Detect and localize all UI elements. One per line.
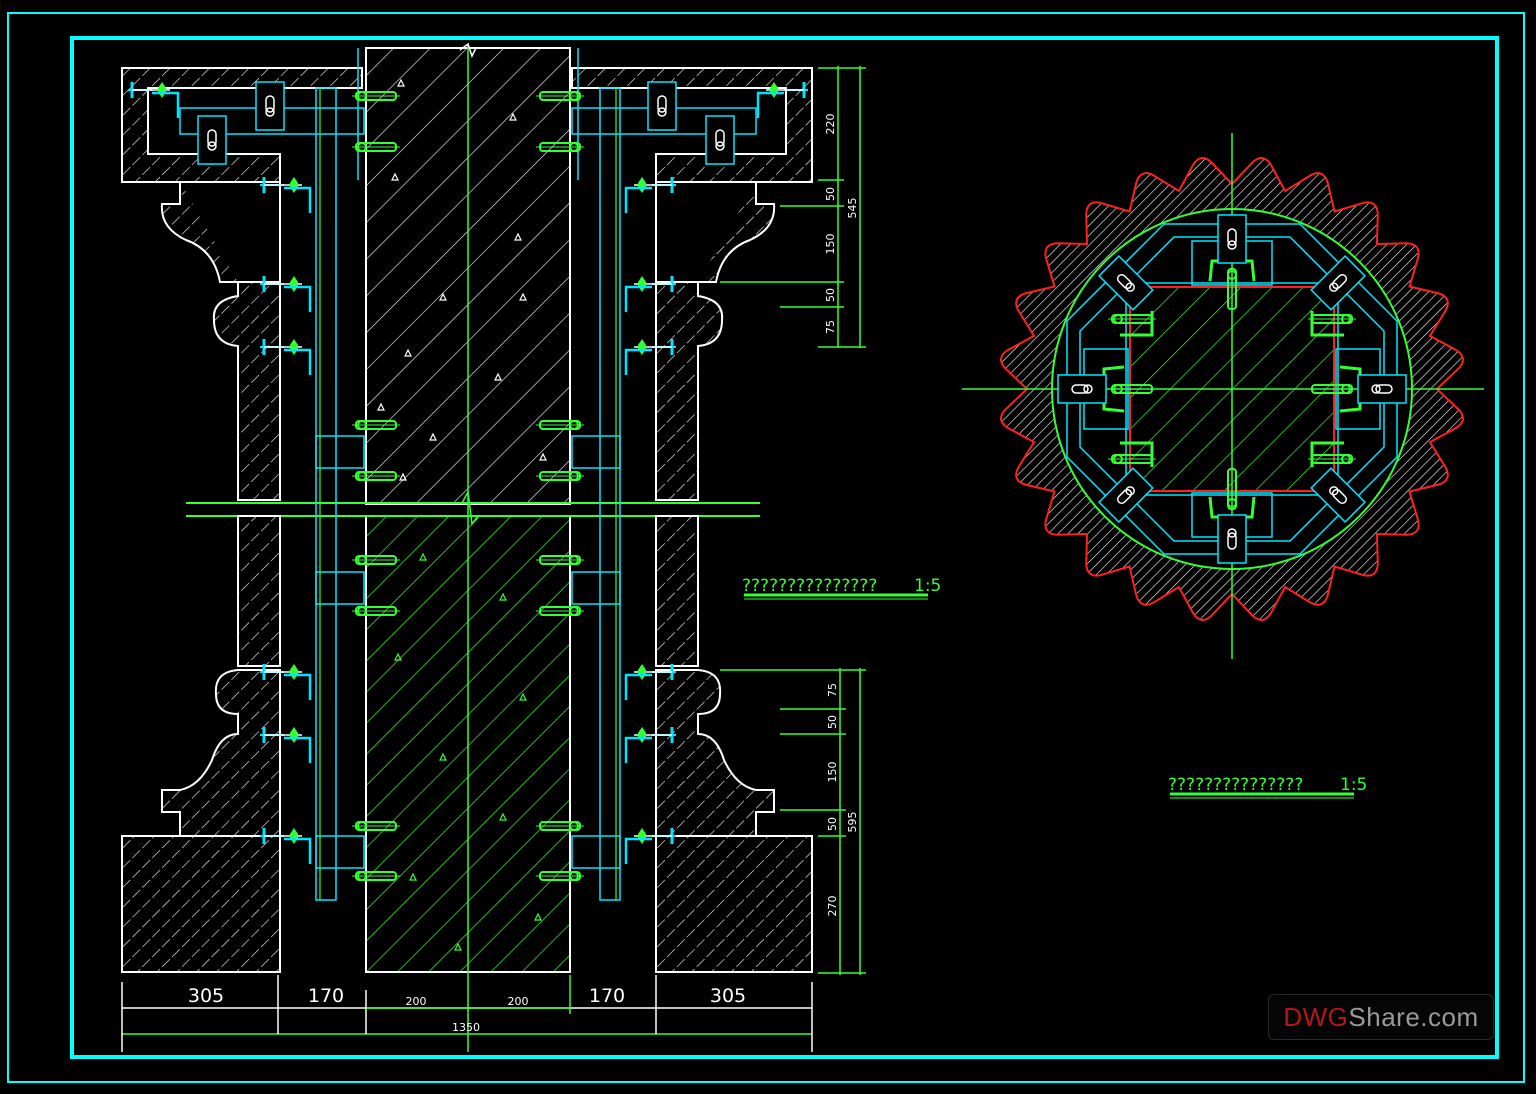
elevation-title: ??????????????? [742,576,877,596]
inner-frame [70,36,1499,1059]
plan-title: ??????????????? [1168,775,1303,795]
dim-lower-1: 75 [826,683,839,697]
dim-lower-3: 150 [826,762,839,783]
elevation-scale: 1:5 [914,576,941,596]
dim-upper-2: 50 [824,187,837,201]
dim-bottom-5: 170 [589,985,625,1007]
dim-bottom-3: 200 [406,995,427,1008]
dim-lower-2: 50 [826,715,839,729]
dim-bottom-2: 170 [308,985,344,1007]
outer-frame [7,12,1525,1083]
dim-upper-4: 50 [824,288,837,302]
dim-upper-3: 150 [824,234,837,255]
watermark-brand-part2: Share.com [1348,1001,1479,1032]
dim-bottom-1: 305 [188,985,224,1007]
dim-bottom-6: 305 [710,985,746,1007]
elevation-section: 220 50 150 50 75 545 75 50 150 50 270 59… [121,42,941,1052]
dim-lower-5: 270 [826,896,839,917]
dim-upper-1: 220 [824,114,837,135]
dim-upper-total: 545 [846,198,859,219]
plan-section [962,133,1484,659]
plan-scale: 1:5 [1340,775,1367,795]
dim-bottom-4: 200 [508,995,529,1008]
dim-bottom-total: 1350 [452,1021,480,1034]
watermark-brand-part1: DWG [1283,1001,1349,1032]
dim-lower-total: 595 [846,812,859,833]
dim-upper-5: 75 [824,320,837,334]
dim-lower-4: 50 [826,817,839,831]
